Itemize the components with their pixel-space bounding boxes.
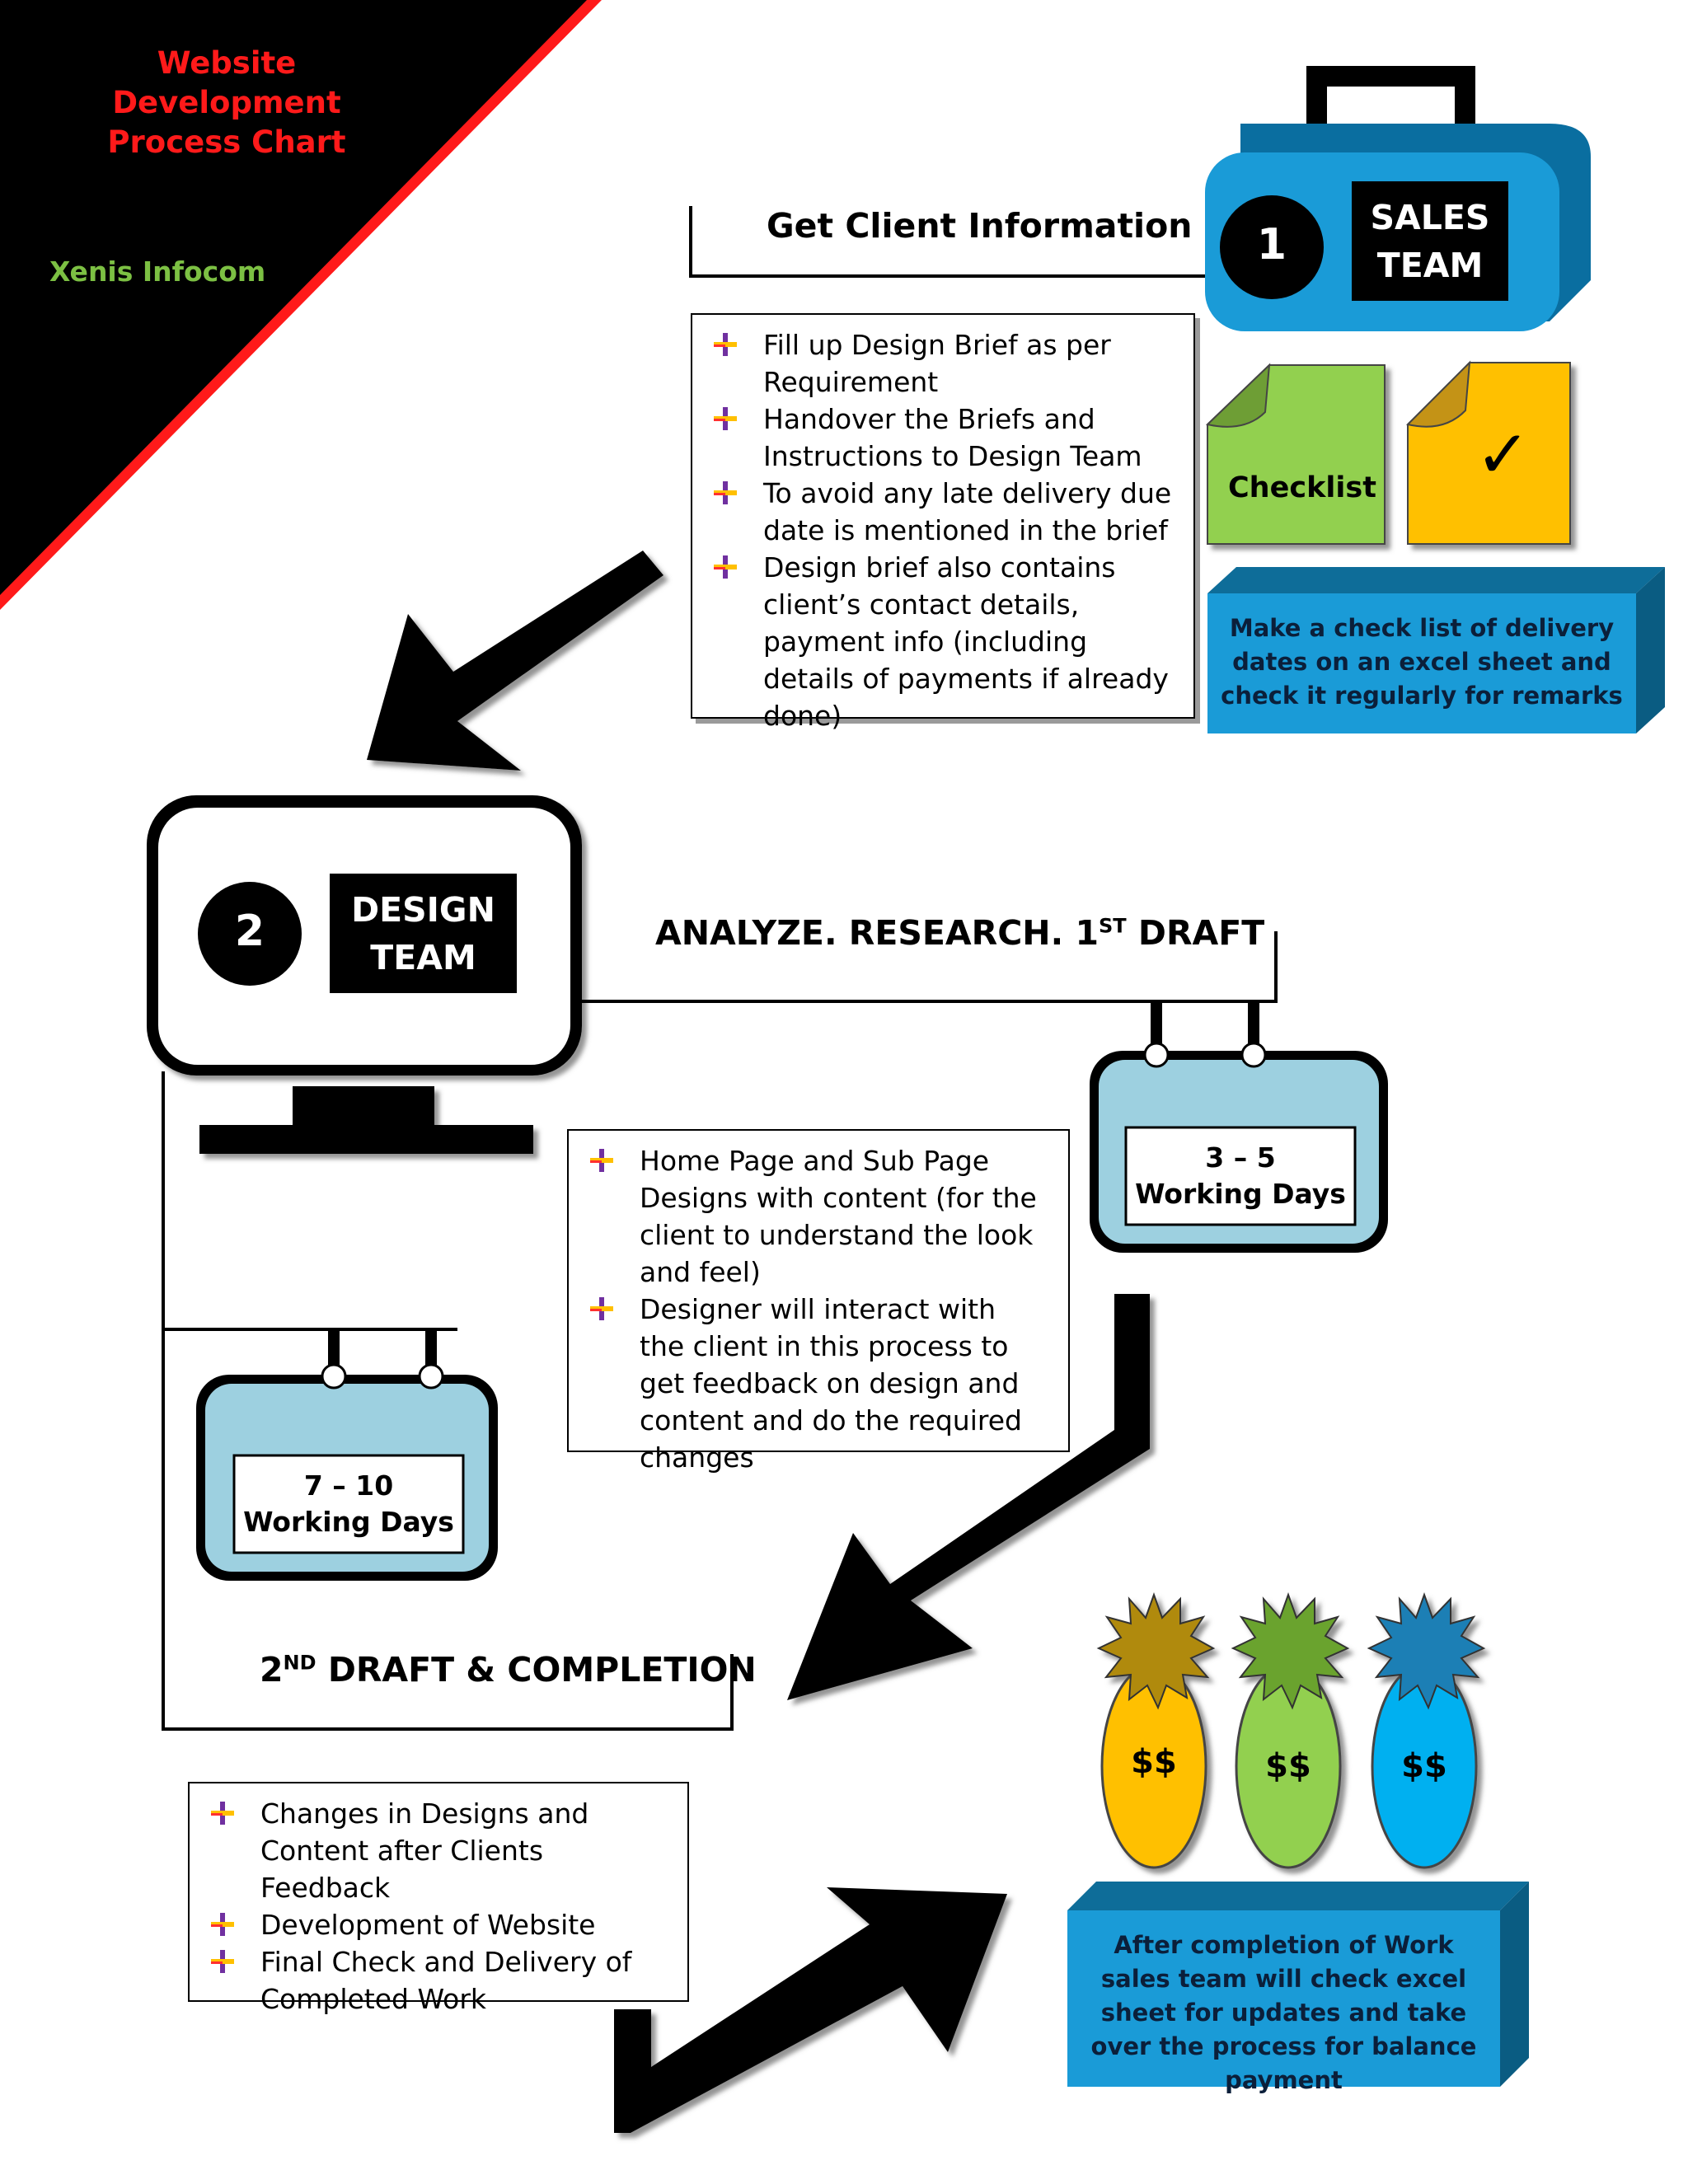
step1-number: 1	[1256, 220, 1287, 269]
arrow-icon	[367, 551, 663, 771]
sign-3-5-label: Working Days	[1135, 1178, 1346, 1210]
checklist-document-icon	[1205, 363, 1386, 545]
step3-heading-sup: ND	[283, 1651, 316, 1675]
monitor-icon	[147, 795, 582, 1154]
step2-number: 2	[234, 907, 265, 956]
chart-title-line2: Process Chart	[107, 124, 346, 160]
step1-textbox: Fill up Design Brief as per Requirement …	[691, 313, 1195, 732]
sales-team-line2: TEAM	[1376, 246, 1484, 285]
checkmark-document-icon	[1406, 360, 1571, 545]
step3-heading-main: 2	[260, 1650, 284, 1690]
chart-title-line1: Website Development	[112, 45, 341, 120]
bullet-icon	[714, 333, 737, 356]
design-team-line1: DESIGN	[351, 890, 495, 930]
step2-heading-tail: DRAFT	[1126, 913, 1265, 953]
bullet-icon	[714, 481, 737, 504]
list-item: Design brief also contains client’s cont…	[692, 549, 1193, 734]
design-team-label: DESIGN TEAM	[330, 886, 517, 982]
sign-7-10-days: 7 – 10	[303, 1469, 394, 1502]
step1-bullet-2: Handover the Briefs and Instructions to …	[763, 403, 1142, 472]
list-item: Home Page and Sub Page Designs with cont…	[569, 1142, 1068, 1291]
company-name: Xenis Infocom	[49, 255, 266, 288]
step1-bullet-1: Fill up Design Brief as per Requirement	[763, 329, 1111, 398]
step3-heading: 2ND DRAFT & COMPLETION	[260, 1650, 757, 1690]
step3-textbox: Changes in Designs and Content after Cli…	[188, 1782, 689, 2015]
arrow-icon	[787, 1294, 1150, 1700]
list-item: Final Check and Delivery of Completed Wo…	[190, 1943, 687, 2018]
step1-bullet-list: Fill up Design Brief as per Requirement …	[692, 326, 1193, 734]
sign-3-5-days: 3 – 5	[1205, 1141, 1276, 1174]
step2-heading: ANALYZE. RESEARCH. 1ST DRAFT	[655, 913, 1264, 953]
step3-bullet-1: Changes in Designs and Content after Cli…	[260, 1797, 589, 1904]
chart-title: Website Development Process Chart	[49, 44, 404, 162]
list-item: Handover the Briefs and Instructions to …	[692, 401, 1193, 475]
step3-bullet-list: Changes in Designs and Content after Cli…	[190, 1795, 687, 2018]
step2-heading-main: ANALYZE. RESEARCH. 1	[655, 913, 1099, 953]
price-tag-icon	[1367, 1592, 1486, 1869]
sign-7-10-label: Working Days	[243, 1506, 454, 1538]
sign-3-5	[1090, 1001, 1388, 1253]
price-tag-icon	[1231, 1592, 1350, 1869]
checkmark-icon: ✓	[1475, 416, 1531, 493]
step1-heading-bracket	[689, 206, 1205, 278]
step3-bullet-3: Final Check and Delivery of Completed Wo…	[260, 1946, 632, 2015]
step2-bullet-list: Home Page and Sub Page Designs with cont…	[569, 1142, 1068, 1476]
step1-bullet-4: Design brief also contains client’s cont…	[763, 551, 1169, 732]
design-team-line2: TEAM	[370, 938, 476, 977]
step2-heading-bracket	[582, 931, 1278, 1003]
step2-textbox: Home Page and Sub Page Designs with cont…	[567, 1129, 1070, 1474]
price-tag-3-text: $$	[1401, 1747, 1447, 1785]
sign-7-10-text: 7 – 10 Working Days	[234, 1468, 463, 1540]
sales-team-line1: SALES	[1370, 198, 1490, 237]
bullet-icon	[590, 1297, 613, 1320]
corner-banner	[0, 0, 602, 610]
step1-bullet-3: To avoid any late delivery due date is m…	[763, 477, 1172, 546]
bullet-icon	[590, 1149, 613, 1172]
step1-note: Make a check list of delivery dates on a…	[1221, 614, 1623, 710]
step1-note-box	[1207, 567, 1665, 733]
sign-7-10	[196, 1329, 498, 1581]
sales-team-label: SALES TEAM	[1352, 194, 1508, 289]
list-item: Designer will interact with the client i…	[569, 1291, 1068, 1476]
checklist-label: Checklist	[1228, 471, 1376, 504]
bullet-icon	[211, 1950, 234, 1973]
bullet-icon	[211, 1913, 234, 1936]
bullet-icon	[714, 407, 737, 430]
price-tag-icon	[1096, 1592, 1216, 1869]
arrow-icon	[614, 1887, 1007, 2133]
step1-heading: Get Client Information	[767, 206, 1193, 246]
sign-3-5-text: 3 – 5 Working Days	[1126, 1140, 1355, 1212]
payment-note: After completion of Work sales team will…	[1090, 1931, 1477, 2094]
list-item: Fill up Design Brief as per Requirement	[692, 326, 1193, 401]
payment-note-box	[1067, 1882, 1529, 2087]
bullet-icon	[714, 555, 737, 579]
step3-heading-tail: DRAFT & COMPLETION	[316, 1650, 757, 1690]
step2-bullet-2: Designer will interact with the client i…	[640, 1293, 1022, 1474]
price-tag-1-text: $$	[1131, 1743, 1177, 1781]
step2-bullet-1: Home Page and Sub Page Designs with cont…	[640, 1145, 1037, 1288]
step3-bullet-2: Development of Website	[260, 1909, 596, 1941]
step3-heading-bracket	[162, 1071, 734, 1731]
list-item: To avoid any late delivery due date is m…	[692, 475, 1193, 549]
price-tag-2-text: $$	[1265, 1747, 1311, 1785]
step2-heading-sup: ST	[1099, 914, 1127, 938]
list-item: Development of Website	[190, 1906, 687, 1943]
briefcase-icon	[1205, 66, 1591, 331]
bullet-icon	[211, 1802, 234, 1825]
list-item: Changes in Designs and Content after Cli…	[190, 1795, 687, 1906]
